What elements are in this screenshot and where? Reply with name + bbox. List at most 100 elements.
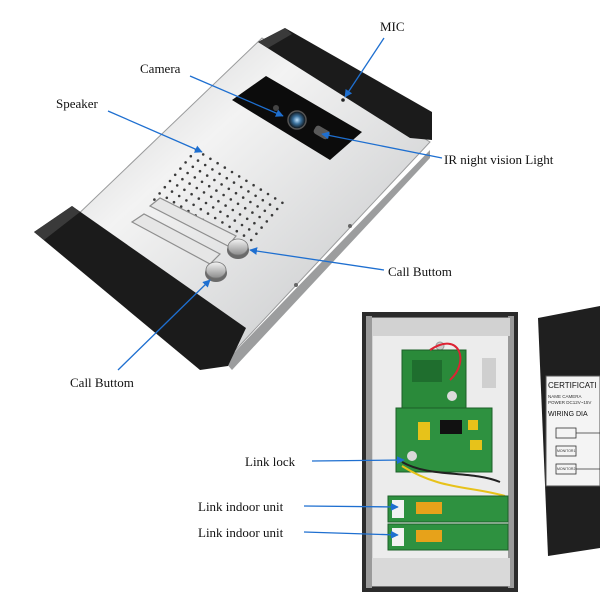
speaker-hole	[188, 182, 191, 185]
speaker-hole	[218, 172, 221, 176]
label-ir-light: IR night vision Light	[444, 152, 554, 167]
certificate-line1: NAME CAMERA	[548, 394, 582, 399]
speaker-hole	[255, 232, 258, 236]
speaker-hole	[193, 176, 197, 179]
speaker-hole	[183, 188, 186, 192]
speaker-hole	[249, 200, 252, 204]
call-button-lower[interactable]	[205, 261, 227, 282]
certificate-line2: POWER DC12V~15V	[548, 400, 591, 405]
speaker-hole	[202, 191, 206, 194]
speaker-hole	[168, 179, 172, 183]
label-mic: MIC	[380, 19, 405, 34]
speaker-hole	[273, 197, 277, 200]
mic-hole	[341, 98, 345, 102]
certificate-title: CERTIFICATI	[548, 381, 597, 390]
certificate-wiring: WIRING DIA	[548, 411, 588, 418]
speaker-hole	[211, 168, 214, 171]
speaker-hole	[261, 198, 265, 202]
name-plate-1	[148, 197, 237, 247]
speaker-hole	[224, 204, 227, 207]
speaker-hole	[270, 213, 274, 217]
pointer-link-indoor-2	[303, 530, 399, 539]
speaker-hole	[172, 200, 176, 204]
speaker-hole	[213, 178, 216, 182]
speaker-hole	[198, 169, 202, 173]
speaker-hole	[232, 181, 236, 184]
pointer-ir-light	[321, 131, 443, 159]
label-call-button-left: Call Buttom	[70, 375, 134, 390]
speaker-hole	[201, 153, 205, 156]
speaker-hole	[275, 207, 279, 211]
pointer-camera	[189, 75, 284, 117]
camera-lens	[287, 110, 307, 130]
speaker-hole	[200, 180, 204, 184]
speaker-hole	[263, 209, 267, 213]
speaker-hole	[259, 188, 263, 191]
label-speaker: Speaker	[56, 96, 98, 111]
speaker-hole	[229, 198, 233, 201]
speaker-hole	[205, 174, 209, 177]
speaker-hole	[184, 161, 187, 164]
speaker-hole	[223, 166, 227, 169]
speaker-hole	[177, 194, 181, 198]
pointer-link-indoor-1	[303, 503, 399, 511]
speaker-hole	[186, 171, 189, 175]
speaker-hole	[217, 199, 220, 203]
pointer-call-button-left	[117, 279, 211, 371]
speaker-hole	[247, 190, 250, 193]
speaker-hole	[239, 185, 243, 189]
speaker-hole	[249, 238, 253, 242]
speaker-hole	[179, 167, 182, 170]
speaker-hole	[237, 175, 241, 178]
back-cover	[538, 306, 600, 556]
pointer-link-lock	[311, 456, 405, 464]
label-link-indoor-2: Link indoor unit	[198, 525, 284, 540]
speaker-hole	[234, 191, 238, 195]
pointer-call-button-right	[249, 247, 385, 271]
speaker-hole	[209, 157, 212, 161]
top-end-cap	[258, 28, 432, 140]
speaker-hole	[225, 176, 229, 180]
speaker-hole	[213, 216, 217, 220]
certificate-box1: MONITOR1	[557, 449, 575, 453]
speaker-hole	[163, 185, 167, 189]
speaker-hole	[219, 210, 222, 214]
name-plate-2	[130, 213, 222, 265]
speaker-hole	[251, 211, 254, 214]
speaker-hole	[236, 202, 240, 206]
speaker-hole	[222, 193, 225, 197]
speaker-hole	[242, 234, 246, 237]
speaker-hole	[240, 223, 244, 227]
speaker-hole	[235, 229, 239, 233]
label-camera: Camera	[140, 61, 181, 76]
speaker-hole	[207, 184, 211, 188]
speaker-hole	[220, 183, 223, 186]
speaker-hole	[158, 192, 161, 195]
speaker-hole	[190, 192, 193, 196]
speaker-hole	[260, 226, 263, 229]
speaker-hole	[170, 190, 174, 193]
speaker-hole	[233, 219, 237, 222]
speaker-hole	[258, 215, 261, 219]
label-link-lock: Link lock	[245, 454, 296, 469]
speaker-hole	[196, 159, 200, 162]
speaker-hole	[185, 199, 188, 202]
speaker-hole	[266, 192, 270, 196]
speaker-hole	[245, 179, 248, 183]
pointer-lines	[107, 37, 443, 539]
speaker-hole	[245, 217, 249, 221]
call-button-upper[interactable]	[227, 238, 249, 259]
terminal-board-1	[387, 495, 509, 523]
speaker-hole	[265, 220, 269, 223]
label-link-indoor-1: Link indoor unit	[198, 499, 284, 514]
speaker-hole	[209, 195, 213, 199]
label-call-button-right: Call Buttom	[388, 264, 452, 279]
speaker-hole	[199, 207, 203, 211]
speaker-hole	[203, 163, 207, 167]
speaker-hole	[253, 221, 256, 225]
speaker-hole	[231, 208, 235, 212]
speaker-hole	[173, 173, 177, 177]
outdoor-panel	[34, 28, 432, 370]
speaker-hole	[230, 170, 234, 174]
